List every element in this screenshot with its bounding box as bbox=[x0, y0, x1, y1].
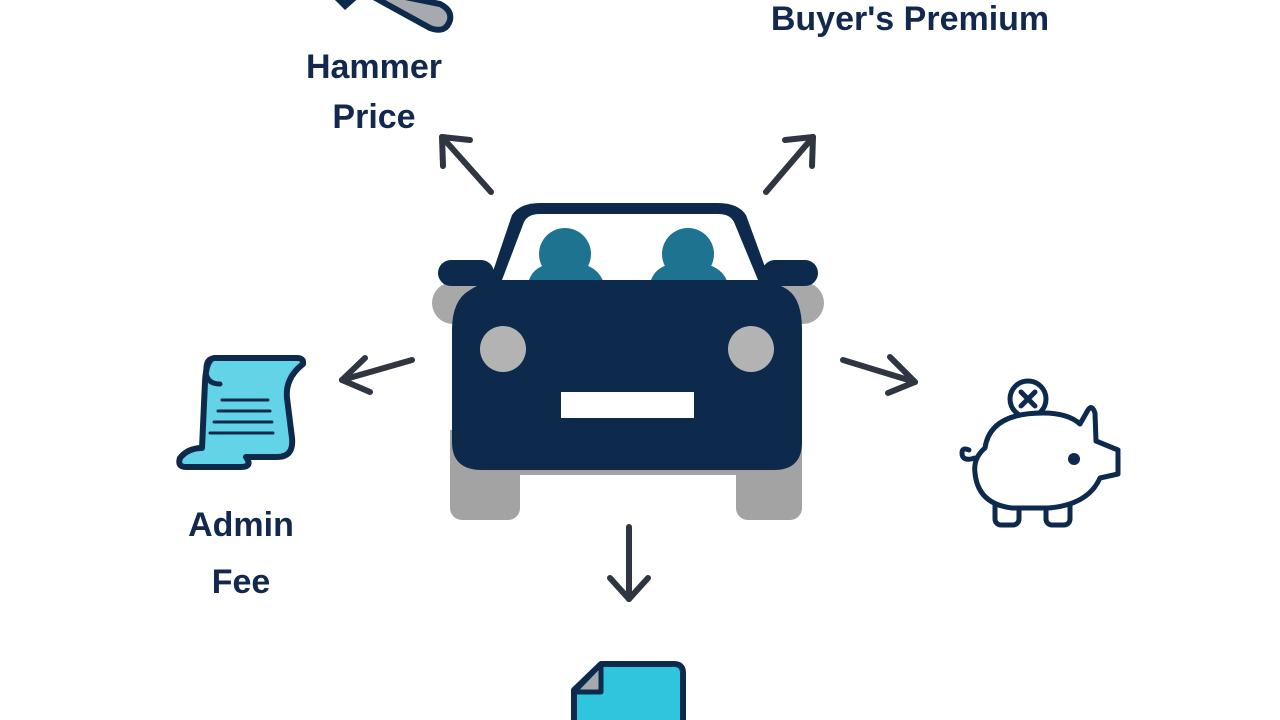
piggy-eye bbox=[1068, 453, 1080, 465]
occupants bbox=[528, 228, 728, 284]
admin-fee-label-line2: Fee bbox=[212, 563, 271, 601]
piggy-bank-icon bbox=[959, 378, 1121, 528]
scroll-document-icon bbox=[176, 355, 307, 470]
coin-icon bbox=[1007, 378, 1049, 420]
arrow-up-right bbox=[763, 134, 816, 195]
hammer-price-label-line1: Hammer bbox=[306, 48, 442, 86]
arrow-left bbox=[339, 355, 415, 395]
car-icon bbox=[432, 203, 824, 520]
arrow-right bbox=[840, 354, 918, 396]
buyers-premium-label: Buyer's Premium bbox=[771, 0, 1049, 38]
arrow-up-left bbox=[439, 134, 494, 195]
arrow-down bbox=[607, 524, 651, 602]
hammer-price-label-line2: Price bbox=[332, 98, 415, 136]
gavel-icon bbox=[335, 0, 454, 33]
admin-fee-label-line1: Admin bbox=[188, 506, 294, 544]
document-icon bbox=[571, 661, 686, 720]
